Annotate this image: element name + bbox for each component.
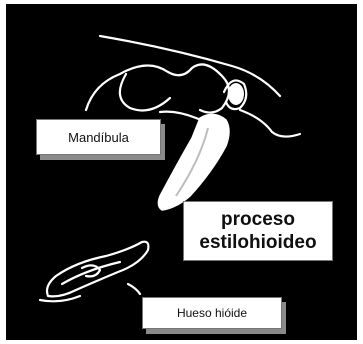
mastoid-line [240, 110, 300, 137]
hueso-hioide-label: Hueso hióide [142, 297, 282, 329]
stylohyoid-process-shape [158, 114, 229, 210]
skull-base-line [100, 36, 280, 96]
mandible-ramus [120, 74, 170, 110]
hueso-text: Hueso hióide [177, 306, 247, 320]
mandible-outline [86, 64, 229, 112]
mandibula-label: Mandíbula [36, 119, 161, 155]
proceso-text-line2: estilohioideo [199, 231, 316, 254]
proceso-estilohioideo-label: proceso estilohioideo [183, 201, 333, 261]
mandibula-text: Mandíbula [68, 130, 129, 145]
proceso-text-line1: proceso [221, 208, 295, 231]
condyle-knob [228, 83, 244, 105]
hyoid-mark [128, 284, 140, 294]
